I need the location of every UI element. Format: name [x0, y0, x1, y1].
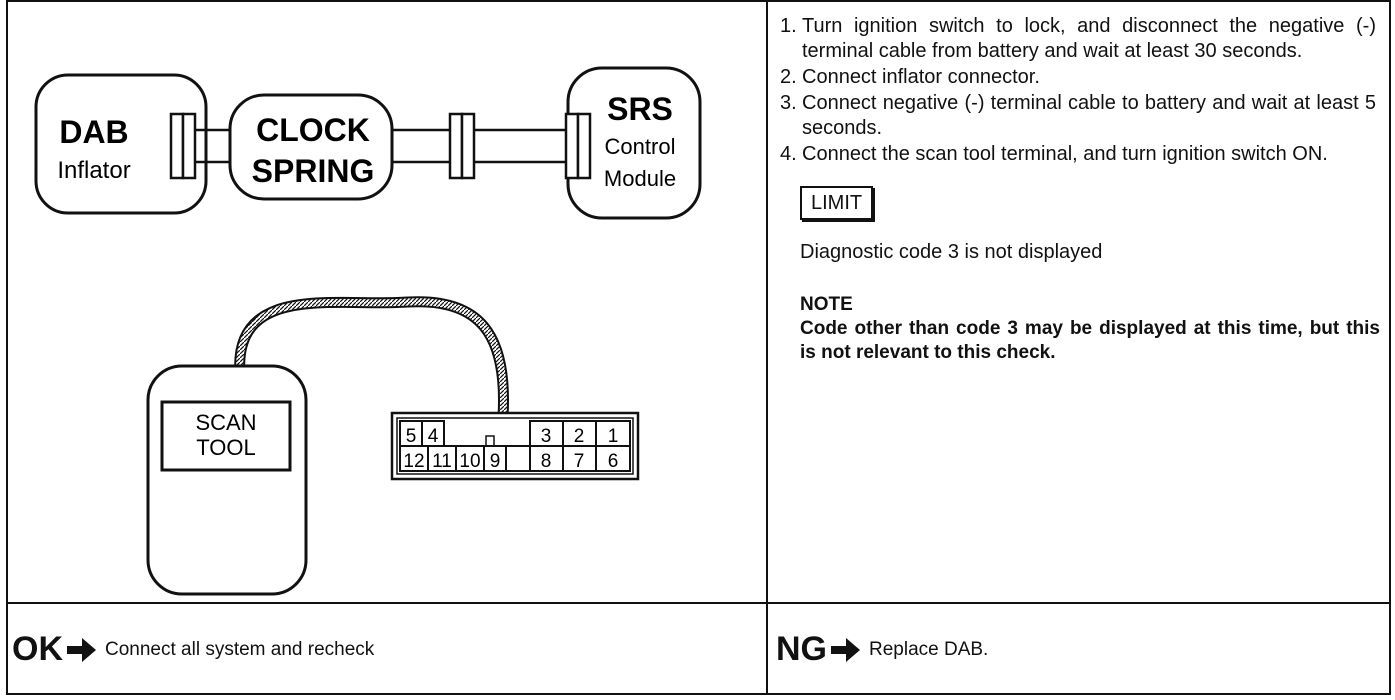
- diagnostic-connector: 5 4 3 2 1 12 11 10 9 8 7 6: [390, 411, 640, 481]
- scan-tool-label-2: TOOL: [196, 435, 256, 460]
- step-item: 3.Connect negative (-) terminal cable to…: [780, 91, 1376, 141]
- ok-code: OK: [12, 630, 63, 668]
- pin-1: 1: [608, 426, 619, 447]
- step-item: 1.Turn ignition switch to lock, and disc…: [780, 14, 1376, 64]
- arrow-right-icon: [831, 637, 860, 662]
- scan-cable: [236, 298, 508, 418]
- ok-result: OK Connect all system and recheck: [12, 604, 762, 695]
- dab-title: DAB: [59, 114, 128, 150]
- instructions-panel: 1.Turn ignition switch to lock, and disc…: [780, 14, 1380, 365]
- srs-control-module-block: SRS Control Module: [564, 66, 702, 220]
- clock-spring-line2: SPRING: [252, 153, 375, 189]
- limit-label: LIMIT: [800, 186, 874, 220]
- pin-6: 6: [608, 451, 619, 472]
- step-number: 1.: [780, 15, 797, 37]
- dab-inflator-block: DAB Inflator: [34, 73, 208, 215]
- result-divider: [6, 602, 1391, 604]
- note-title: NOTE: [800, 294, 853, 315]
- pin-10: 10: [459, 451, 480, 472]
- pin-5: 5: [406, 426, 417, 447]
- clock-spring-block: CLOCK SPRING: [228, 93, 394, 201]
- column-divider: [766, 0, 768, 695]
- clock-spring-line1: CLOCK: [256, 112, 370, 148]
- pin-11: 11: [432, 451, 452, 472]
- srs-subtitle-1: Control: [605, 134, 676, 159]
- pin-12: 12: [403, 451, 424, 472]
- srs-title: SRS: [607, 91, 673, 127]
- pin-9: 9: [490, 451, 501, 472]
- step-text: Connect the scan tool terminal, and turn…: [802, 143, 1328, 165]
- pin-2: 2: [574, 426, 585, 447]
- pin-4: 4: [428, 426, 439, 447]
- step-text: Connect inflator connector.: [802, 66, 1040, 88]
- dab-subtitle: Inflator: [57, 157, 130, 184]
- pin-3: 3: [541, 426, 552, 447]
- ng-code: NG: [776, 630, 827, 668]
- pin-7: 7: [574, 451, 585, 472]
- limit-text: Diagnostic code 3 is not displayed: [800, 241, 1103, 263]
- step-number: 2.: [780, 66, 797, 88]
- note-text: Code other than code 3 may be displayed …: [800, 318, 1380, 363]
- ok-text: Connect all system and recheck: [105, 638, 375, 660]
- step-text: Connect negative (-) terminal cable to b…: [802, 92, 1376, 139]
- arrow-right-icon: [67, 637, 96, 662]
- step-text: Turn ignition switch to lock, and discon…: [802, 15, 1376, 62]
- steps-list: 1.Turn ignition switch to lock, and disc…: [780, 14, 1376, 167]
- page-frame: [6, 0, 1391, 695]
- step-item: 4.Connect the scan tool terminal, and tu…: [780, 142, 1376, 167]
- step-number: 3.: [780, 92, 797, 114]
- scan-tool: SCAN TOOL: [146, 364, 308, 596]
- mid-connector: [448, 112, 476, 180]
- step-number: 4.: [780, 143, 797, 165]
- pin-8: 8: [541, 451, 552, 472]
- ng-text: Replace DAB.: [869, 638, 989, 660]
- step-item: 2.Connect inflator connector.: [780, 65, 1376, 90]
- diagram-svg: DAB Inflator CLOCK SPRING: [34, 66, 702, 596]
- scan-tool-label-1: SCAN: [195, 410, 256, 435]
- srs-subtitle-2: Module: [604, 166, 676, 191]
- dab-connector: [169, 112, 197, 180]
- ng-result: NG Replace DAB.: [776, 604, 1376, 695]
- wiring-diagram: DAB Inflator CLOCK SPRING: [8, 2, 766, 602]
